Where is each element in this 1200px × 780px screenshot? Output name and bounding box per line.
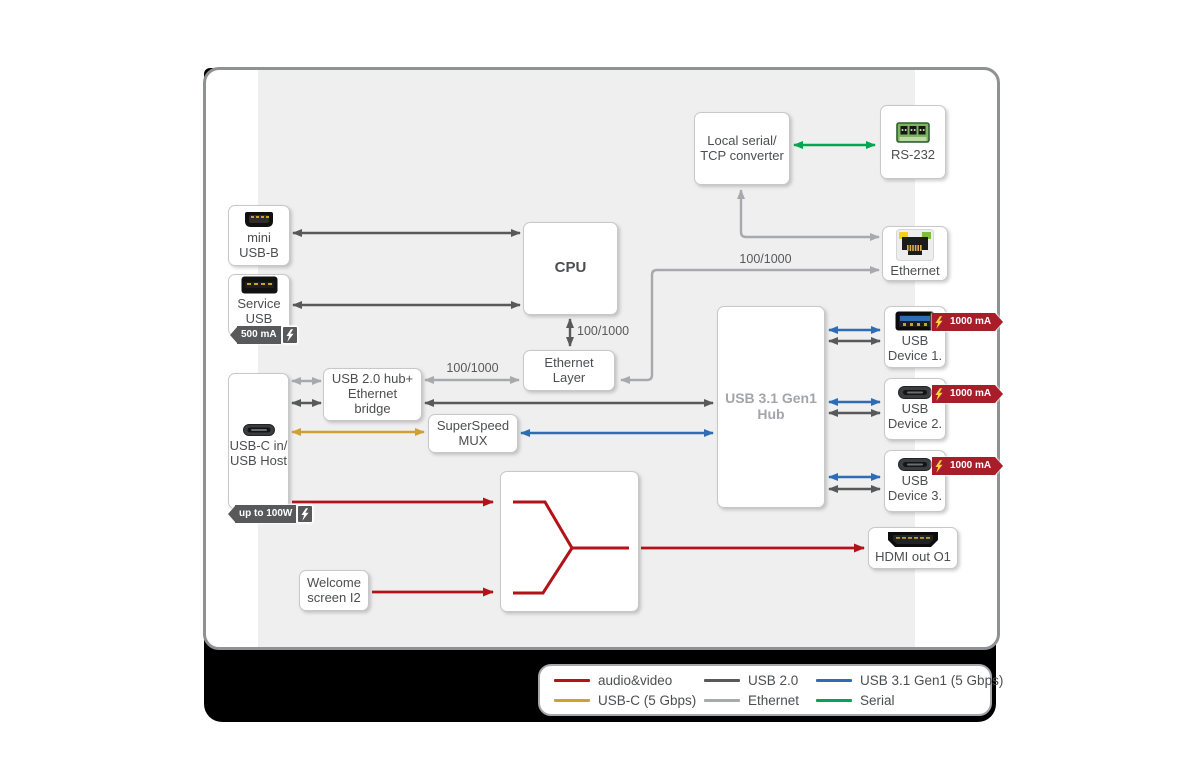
- legend-label: Serial: [860, 692, 895, 708]
- usb-c-icon: [242, 424, 275, 436]
- legend-line-swatch: [704, 678, 740, 682]
- edge-label-cpu-eth: 100/1000: [577, 324, 630, 338]
- badge-text: 1000 mA: [946, 457, 996, 475]
- badge-notch: [228, 506, 235, 522]
- node-mini-usb-b: mini USB-B: [228, 205, 290, 266]
- node-video-splitter: [500, 471, 639, 612]
- node-label: mini USB-B: [239, 229, 279, 260]
- legend-label: Ethernet: [748, 692, 800, 708]
- node-label: USB 2.0 hub+ Ethernet bridge: [331, 371, 414, 416]
- node-label: Service USB: [237, 295, 281, 326]
- mini-usb-icon: [245, 211, 273, 227]
- node-hdmi-out: HDMI out O1: [868, 527, 958, 569]
- node-label: USB Device 3.: [887, 473, 943, 503]
- badge-text: 1000 mA: [946, 313, 996, 331]
- hdmi-icon: [888, 532, 938, 548]
- legend: audio&video USB 2.0 USB 3.1 Gen1 (5 Gbps…: [538, 664, 1003, 716]
- legend-item-ethernet: Ethernet: [704, 693, 816, 708]
- node-superspeed-mux: SuperSpeed MUX: [428, 414, 518, 453]
- node-label: Local serial/ TCP converter: [700, 132, 784, 163]
- badge-device2-1000ma: 1000 mA: [932, 385, 1004, 403]
- legend-line-swatch: [816, 698, 852, 702]
- legend-label: audio&video: [598, 672, 673, 688]
- node-label: CPU: [554, 259, 587, 277]
- node-label: USB 3.1 Gen1 Hub: [725, 390, 817, 422]
- badge-usbc-100w: up to 100W: [228, 505, 314, 523]
- node-rs232: RS-232: [880, 105, 946, 179]
- badge-notch: [230, 327, 237, 343]
- legend-item-audio-video: audio&video: [554, 673, 704, 688]
- rs232-terminal-icon: [896, 121, 930, 143]
- node-usbc-host: USB-C in/ USB Host: [228, 373, 289, 509]
- rj45-icon: [896, 228, 934, 261]
- usb-c-icon: [898, 458, 932, 472]
- node-label: Ethernet Layer: [544, 354, 594, 385]
- node-cpu: CPU: [523, 222, 618, 315]
- badge-arrow: [995, 313, 1004, 331]
- lightning-icon: [932, 457, 946, 475]
- badge-service-usb-500ma: 500 mA: [230, 326, 298, 344]
- lightning-icon: [281, 326, 298, 344]
- badge-arrow: [995, 385, 1004, 403]
- node-label: Ethernet: [890, 262, 940, 278]
- badge-device3-1000ma: 1000 mA: [932, 457, 1004, 475]
- lightning-icon: [932, 313, 946, 331]
- edge-label-eth-port: 100/1000: [739, 252, 792, 266]
- badge-device1-1000ma: 1000 mA: [932, 313, 1004, 331]
- edge-label-bridge-eth: 100/1000: [446, 361, 499, 375]
- badge-arrow: [995, 457, 1004, 475]
- legend-item-usb2: USB 2.0: [704, 673, 816, 688]
- node-service-usb: Service USB: [228, 274, 290, 336]
- node-local-serial-tcp-converter: Local serial/ TCP converter: [694, 112, 790, 185]
- lightning-icon: [932, 385, 946, 403]
- node-label: Welcome screen I2: [307, 574, 361, 605]
- node-welcome-screen: Welcome screen I2: [299, 570, 369, 611]
- legend-item-usbc: USB-C (5 Gbps): [554, 693, 704, 708]
- node-label: USB-C in/ USB Host: [229, 438, 288, 468]
- node-label: USB Device 2.: [887, 401, 943, 431]
- usb-a3-icon: [895, 311, 935, 331]
- legend-item-usb31: USB 3.1 Gen1 (5 Gbps): [816, 673, 1003, 688]
- legend-label: USB 2.0: [748, 672, 799, 688]
- legend-line-swatch: [816, 678, 852, 682]
- node-label: SuperSpeed MUX: [436, 417, 510, 448]
- badge-text: 1000 mA: [946, 385, 996, 403]
- legend-line-swatch: [554, 698, 590, 702]
- lightning-icon: [297, 505, 314, 523]
- usb-c-icon: [898, 386, 932, 400]
- badge-text: up to 100W: [235, 505, 297, 523]
- node-ethernet-port: Ethernet: [882, 226, 948, 281]
- node-label: HDMI out O1: [875, 549, 951, 565]
- legend-line-swatch: [704, 698, 740, 702]
- node-usb2-hub-ethernet-bridge: USB 2.0 hub+ Ethernet bridge: [323, 368, 422, 421]
- legend-line-swatch: [554, 678, 590, 682]
- badge-text: 500 mA: [237, 326, 281, 344]
- node-usb31-gen1-hub: USB 3.1 Gen1 Hub: [717, 306, 825, 508]
- legend-label: USB 3.1 Gen1 (5 Gbps): [860, 672, 1004, 688]
- legend-item-serial: Serial: [816, 693, 1003, 708]
- legend-label: USB-C (5 Gbps): [598, 692, 697, 708]
- usb-a-icon: [241, 276, 277, 294]
- node-label: RS-232: [890, 146, 936, 162]
- node-ethernet-layer: Ethernet Layer: [523, 350, 615, 391]
- node-label: USB Device 1.: [887, 332, 943, 363]
